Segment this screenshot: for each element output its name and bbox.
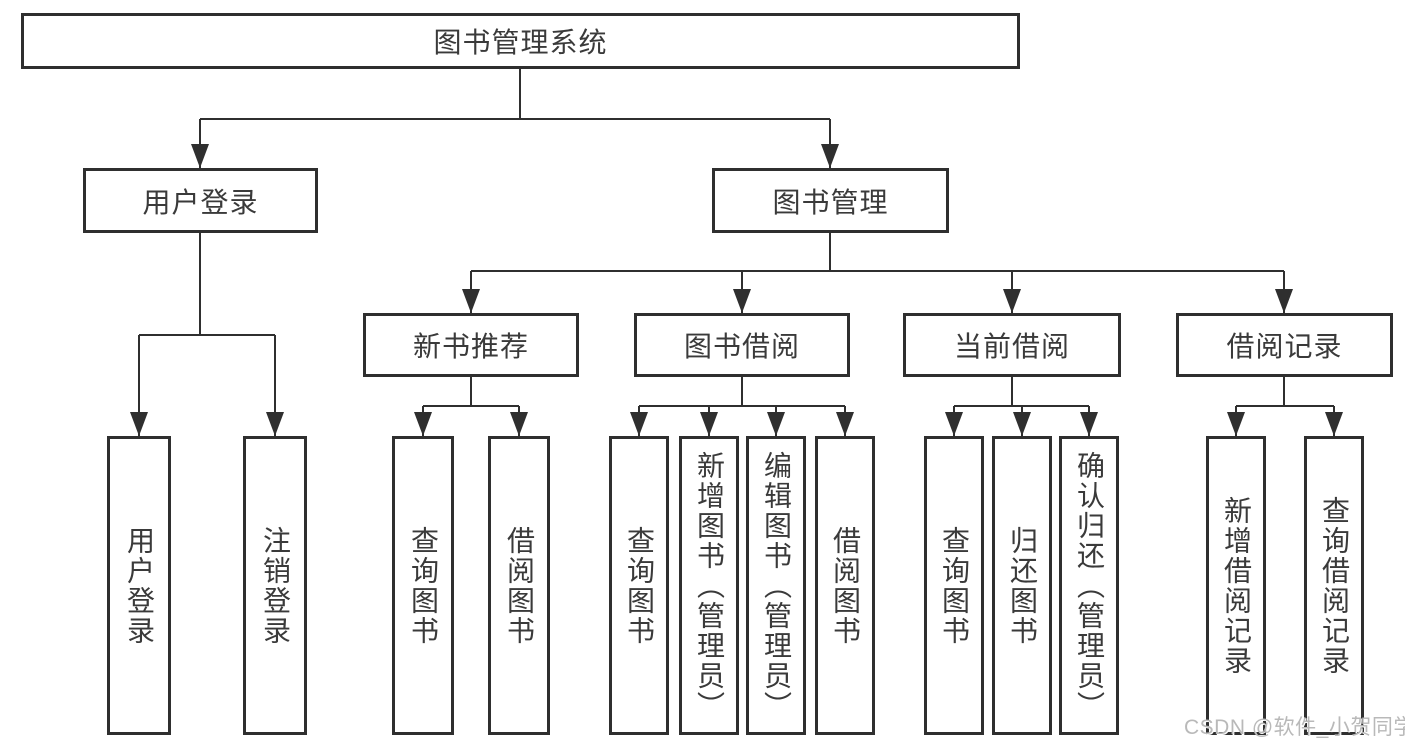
leaf-query-books-newrec: 查询图书 [392, 436, 454, 735]
node-book-borrowing: 图书借阅 [634, 313, 850, 377]
csdn-watermark: CSDN @软件_小贺同学 [1184, 716, 1405, 739]
leaf-query-borrow-record: 查询借阅记录 [1304, 436, 1364, 735]
leaf-confirm-return-admin: 确认归还（管理员） [1059, 436, 1119, 735]
node-current-borrowing: 当前借阅 [903, 313, 1121, 377]
leaf-query-books-current: 查询图书 [924, 436, 984, 735]
node-book-management: 图书管理 [712, 168, 949, 233]
node-user-login: 用户登录 [83, 168, 318, 233]
spine-new-book-recommend [423, 377, 519, 407]
leaf-add-books-admin: 新增图书（管理员） [679, 436, 739, 735]
leaf-borrow-books-newrec: 借阅图书 [488, 436, 550, 735]
leaf-borrow-books: 借阅图书 [815, 436, 875, 735]
spine-book-management [471, 233, 1284, 272]
node-root: 图书管理系统 [21, 13, 1020, 69]
node-borrowing-records: 借阅记录 [1176, 313, 1393, 377]
leaf-edit-books-admin: 编辑图书（管理员） [746, 436, 806, 735]
node-new-book-recommend: 新书推荐 [363, 313, 579, 377]
leaf-logout: 注销登录 [243, 436, 307, 735]
leaf-user-login: 用户登录 [107, 436, 171, 735]
spine-borrowing-records [1236, 377, 1334, 407]
leaf-query-books-borrowing: 查询图书 [609, 436, 669, 735]
leaf-return-books: 归还图书 [992, 436, 1052, 735]
spine-user-login [139, 233, 275, 336]
spine-current-borrowing [954, 377, 1089, 407]
leaf-add-borrow-record: 新增借阅记录 [1206, 436, 1266, 735]
spine-book-borrowing [639, 377, 845, 407]
spine-root [200, 69, 830, 120]
